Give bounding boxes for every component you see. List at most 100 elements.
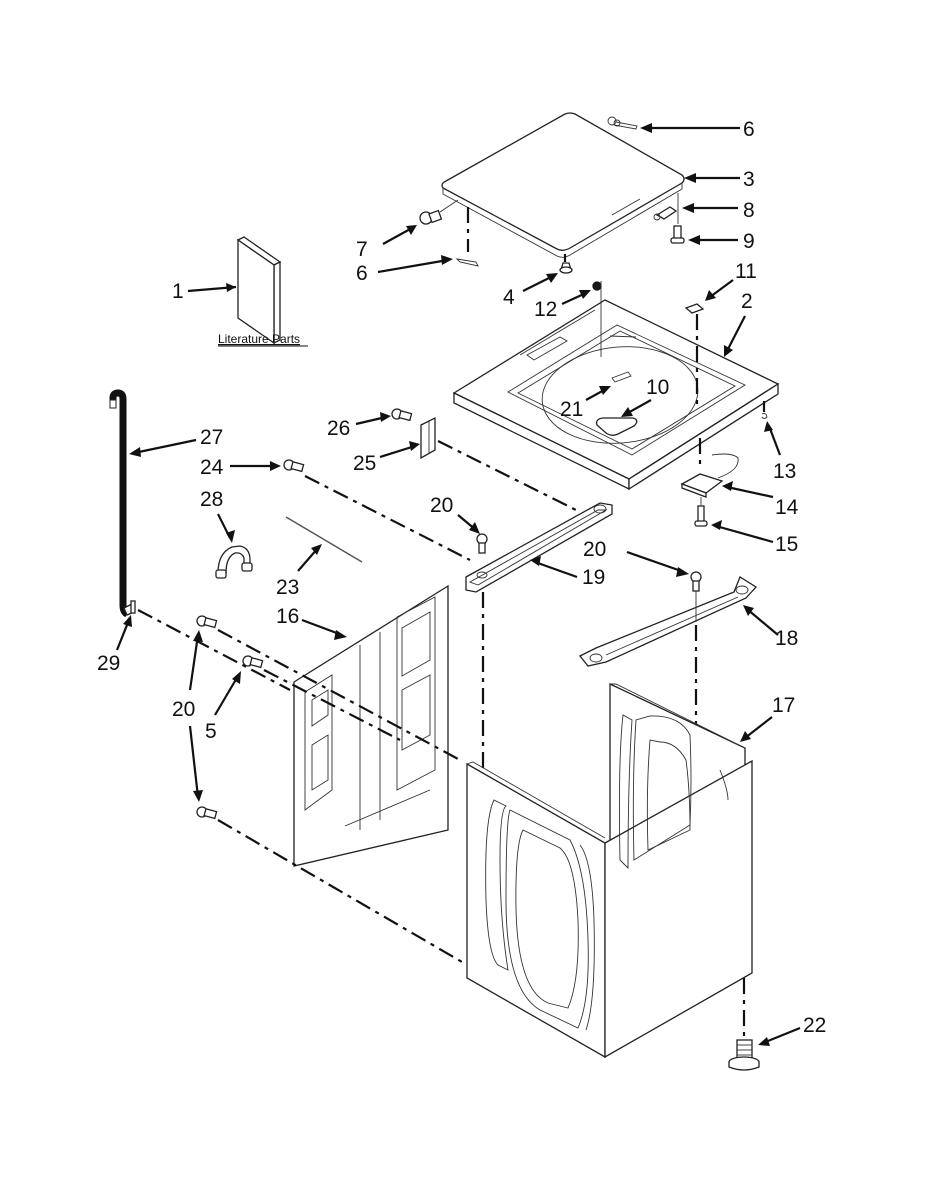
callout-5[interactable]: 5: [205, 720, 217, 743]
arrowhead-24: [270, 461, 281, 471]
alignment-line-25: [437, 440, 581, 513]
clip[interactable]: [761, 412, 768, 419]
leader-17: [744, 716, 773, 739]
arrowhead-20a: [469, 522, 480, 534]
lid-switch-actuator[interactable]: [653, 206, 678, 221]
callout-24[interactable]: 24: [200, 456, 224, 479]
arrowhead-9: [688, 235, 700, 245]
callout-9[interactable]: 9: [743, 230, 755, 253]
screw-7[interactable]: [419, 209, 443, 225]
arrowhead-16: [334, 630, 347, 640]
alignment-line-24: [304, 475, 471, 561]
leader-13: [767, 425, 782, 456]
callout-26[interactable]: 26: [327, 417, 350, 440]
callout-13[interactable]: 13: [773, 460, 796, 483]
brace-19[interactable]: [465, 502, 613, 593]
arrowhead-7: [406, 225, 417, 235]
tape[interactable]: [611, 371, 632, 383]
arrowhead-27: [129, 447, 141, 457]
alignment-line-29: [137, 609, 291, 691]
drain-hose[interactable]: [109, 389, 129, 618]
leader-4: [522, 275, 554, 292]
callout-11[interactable]: 11: [735, 260, 757, 283]
callout-10[interactable]: 10: [646, 376, 669, 399]
leader-20c-top: [188, 634, 200, 691]
callout-12[interactable]: 12: [534, 298, 557, 321]
callout-17[interactable]: 17: [772, 694, 795, 717]
callout-25[interactable]: 25: [353, 452, 376, 475]
leader-19: [534, 560, 578, 579]
callout-7[interactable]: 7: [356, 238, 368, 261]
hose-clamp[interactable]: [123, 600, 136, 616]
strike[interactable]: [684, 303, 705, 314]
screw-5[interactable]: [242, 655, 264, 669]
literature-parts-label[interactable]: Literature Parts: [218, 332, 300, 346]
screw-26[interactable]: [391, 408, 413, 422]
brace-18[interactable]: [578, 576, 758, 667]
callout-18[interactable]: 18: [775, 627, 798, 650]
callout-29[interactable]: 29: [97, 652, 120, 675]
screw-20c-bottom[interactable]: [196, 806, 218, 820]
callout-16[interactable]: 16: [276, 605, 299, 628]
arrowhead-8: [682, 203, 694, 213]
arrowhead-22: [758, 1037, 770, 1046]
top-panel[interactable]: [452, 299, 780, 491]
screw-15[interactable]: [694, 505, 708, 527]
callout-4[interactable]: 4: [503, 286, 515, 309]
leader-20c-bottom: [188, 725, 200, 798]
lid[interactable]: [441, 112, 685, 258]
screw-20c-top[interactable]: [196, 615, 218, 629]
callout-28[interactable]: 28: [200, 488, 223, 511]
arrowhead-14: [722, 481, 733, 491]
arrowhead-2: [724, 345, 733, 357]
arrowhead-4: [546, 273, 558, 283]
callout-21[interactable]: 21: [560, 398, 583, 421]
lid-switch[interactable]: [680, 453, 739, 498]
leader-11: [709, 279, 734, 298]
callout-15[interactable]: 15: [775, 533, 798, 556]
cabinet[interactable]: [466, 682, 753, 1059]
leveling-leg[interactable]: [728, 1039, 760, 1071]
nut-12[interactable]: [592, 281, 602, 291]
arrowhead-17: [740, 731, 751, 742]
handle[interactable]: [595, 417, 638, 436]
alignment-line-7: [439, 199, 459, 213]
hinge-pin-top[interactable]: [607, 116, 638, 130]
arrowhead-15: [711, 520, 722, 530]
arrowhead-3: [684, 173, 696, 183]
literature-parts-booklet[interactable]: [236, 236, 282, 345]
screw-9[interactable]: [670, 225, 685, 244]
screw-24[interactable]: [283, 459, 305, 473]
arrowhead-13: [764, 421, 773, 432]
hose-guide[interactable]: [215, 545, 253, 579]
callout-6b[interactable]: 6: [356, 262, 368, 285]
callout-27[interactable]: 27: [200, 426, 223, 449]
callout-20a[interactable]: 20: [430, 494, 453, 517]
arrowhead-12: [579, 290, 591, 299]
callout-1[interactable]: 1: [172, 280, 184, 303]
arrowhead-21: [599, 386, 611, 395]
screw-20b[interactable]: [690, 571, 702, 592]
bracket-25[interactable]: [420, 416, 436, 460]
callout-3[interactable]: 3: [743, 168, 755, 191]
callout-20c[interactable]: 20: [172, 698, 195, 721]
leader-6b: [377, 258, 449, 274]
tie-strap[interactable]: [285, 516, 363, 563]
callout-6a[interactable]: 6: [743, 118, 755, 141]
arrowhead-20b: [676, 567, 689, 577]
callout-14[interactable]: 14: [775, 496, 799, 519]
callout-23[interactable]: 23: [276, 576, 299, 599]
callout-22[interactable]: 22: [803, 1014, 826, 1037]
callout-8[interactable]: 8: [743, 199, 755, 222]
callout-19[interactable]: 19: [582, 566, 605, 589]
leader-15: [715, 524, 774, 544]
arrowhead-23: [311, 544, 322, 555]
callout-20b[interactable]: 20: [583, 538, 606, 561]
arrowhead-10: [621, 407, 633, 417]
hinge-pin-bottom[interactable]: [455, 258, 479, 267]
lid-bumper[interactable]: [559, 262, 573, 274]
callout-2[interactable]: 2: [741, 290, 753, 313]
leader-18: [746, 608, 779, 636]
screw-20a[interactable]: [476, 533, 488, 554]
